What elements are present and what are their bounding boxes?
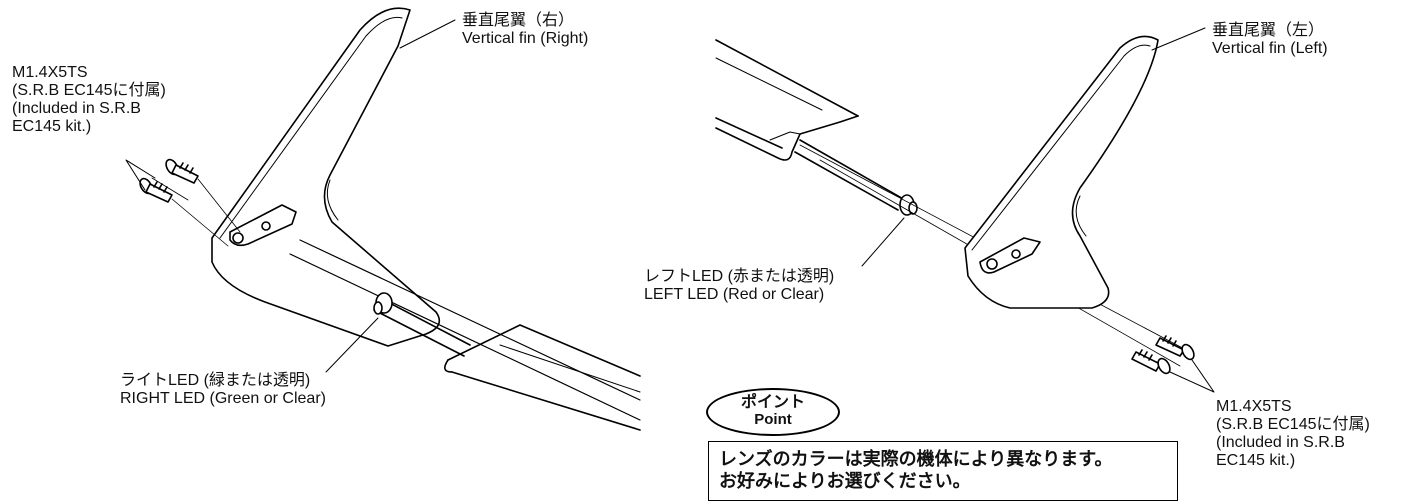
label-screw-right-en1: (Included in S.R.B	[1216, 434, 1345, 451]
label-screw-right-en2: EC145 kit.)	[1216, 452, 1296, 469]
label-screw-left-part: M1.4X5TS	[12, 64, 88, 81]
screw-right-upper	[1155, 335, 1195, 361]
point-badge-jp: ポイント	[740, 394, 805, 411]
label-screw-right: M1.4X5TS (S.R.B EC145に付属) (Included in S…	[1216, 398, 1370, 470]
tail-boom-left	[715, 39, 859, 161]
label-screw-left-en1: (Included in S.R.B	[12, 100, 141, 117]
label-screw-left-en2: EC145 kit.)	[12, 118, 92, 135]
label-right-led: ライトLED (緑または透明) RIGHT LED (Green or Clea…	[120, 372, 326, 408]
label-right-led-en: RIGHT LED (Green or Clear)	[120, 390, 326, 407]
screw-left-lower	[139, 177, 173, 203]
label-right-fin-jp: 垂直尾翼（右）	[462, 12, 575, 29]
point-badge-en: Point	[754, 411, 792, 428]
label-right-fin: 垂直尾翼（右） Vertical fin (Right)	[462, 12, 588, 48]
vertical-fin-right	[211, 7, 441, 347]
point-note-line1: レンズのカラーは実際の機体により異なります。	[719, 449, 1113, 469]
point-badge: ポイント Point	[706, 388, 840, 436]
point-note: レンズのカラーは実際の機体により異なります。 お好みによりお選びください。	[708, 441, 1178, 501]
label-screw-left-jp: (S.R.B EC145に付属)	[12, 82, 166, 99]
label-left-fin-jp: 垂直尾翼（左）	[1212, 22, 1325, 39]
right-led	[373, 292, 471, 357]
label-left-fin: 垂直尾翼（左） Vertical fin (Left)	[1212, 22, 1328, 58]
vertical-fin-left	[964, 35, 1159, 309]
label-left-fin-en: Vertical fin (Left)	[1212, 40, 1328, 57]
label-screw-right-jp: (S.R.B EC145に付属)	[1216, 416, 1370, 433]
left-led	[794, 139, 918, 216]
light-mount-right	[229, 204, 297, 247]
label-left-led-jp: レフトLED (赤または透明)	[644, 268, 835, 285]
label-right-fin-en: Vertical fin (Right)	[462, 30, 589, 47]
screw-left-upper	[165, 158, 199, 184]
label-left-led: レフトLED (赤または透明) LEFT LED (Red or Clear)	[644, 268, 834, 304]
label-screw-left: M1.4X5TS (S.R.B EC145に付属) (Included in S…	[12, 64, 166, 136]
light-mount-left	[979, 237, 1041, 274]
screw-right-lower	[1131, 349, 1171, 375]
label-left-led-en: LEFT LED (Red or Clear)	[644, 286, 825, 303]
label-screw-right-part: M1.4X5TS	[1216, 398, 1292, 415]
tail-boom-right	[289, 239, 641, 431]
label-right-led-jp: ライトLED (緑または透明)	[120, 372, 311, 389]
point-note-line2: お好みによりお選びください。	[719, 471, 971, 491]
